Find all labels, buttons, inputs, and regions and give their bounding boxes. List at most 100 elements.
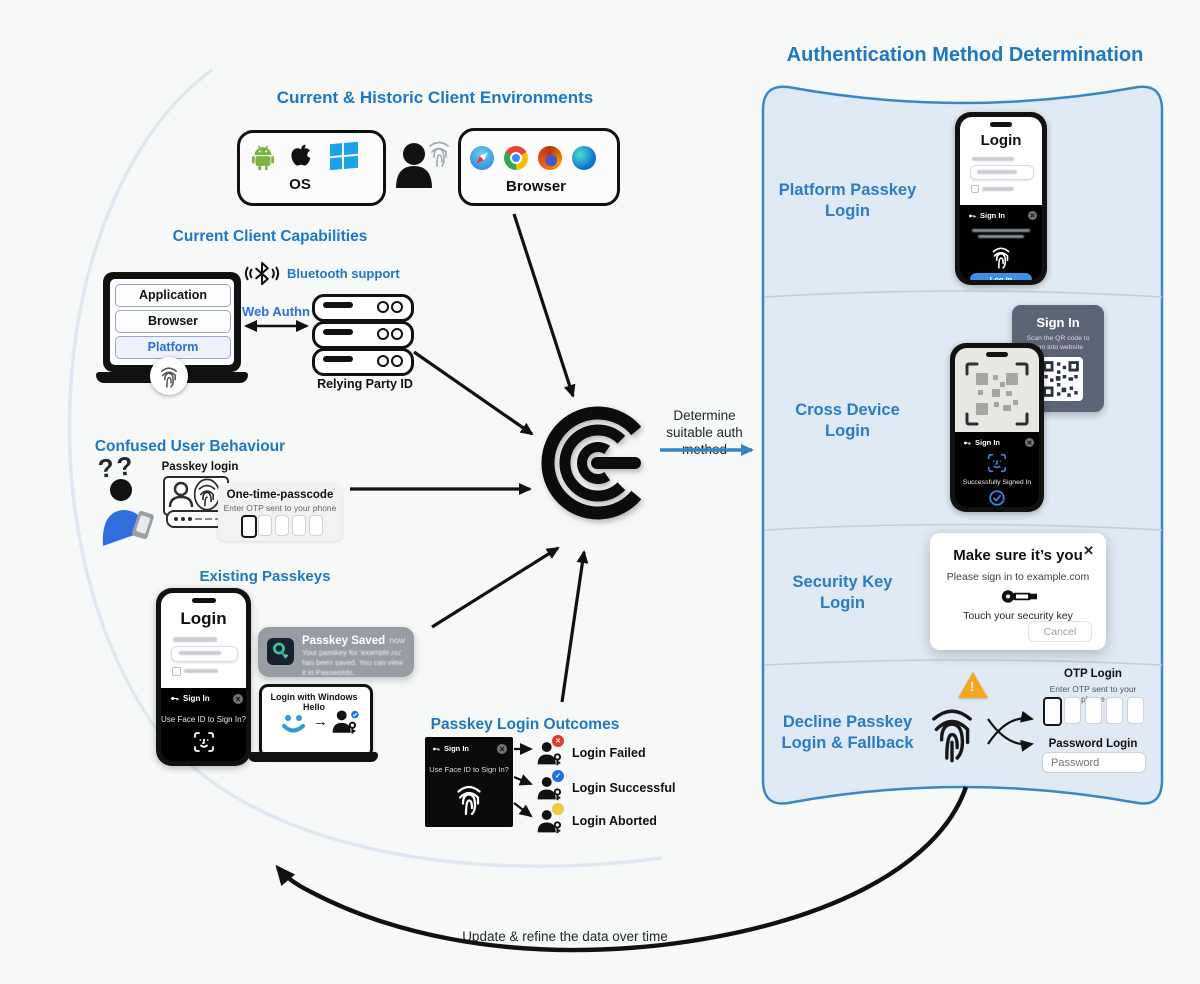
determine-label: Determine suitable auth method	[666, 408, 743, 457]
platform-phone-sign-in: Sign In	[980, 211, 1005, 220]
face-id-icon	[194, 732, 214, 752]
fallback-otp-cell-3[interactable]	[1085, 697, 1102, 724]
platform-phone-login-title: Login	[980, 132, 1022, 149]
passkey-saved-notification[interactable]: Passkey Saved now Your passkey for 'exam…	[258, 627, 414, 677]
client-environments-title: Current & Historic Client Environments	[276, 88, 594, 107]
fallback-otp-cell-2[interactable]	[1064, 697, 1081, 724]
warning-icon: !	[958, 672, 988, 698]
key-icon	[433, 747, 440, 751]
key-icon	[969, 214, 976, 218]
close-icon[interactable]	[1025, 438, 1034, 447]
platform-passkey-label: Platform Passkey Login	[778, 181, 917, 221]
key-icon	[964, 441, 971, 445]
fingerprint-icon	[992, 247, 1010, 269]
capability-row-platform[interactable]: Platform	[115, 336, 231, 359]
aborted-badge	[552, 803, 564, 815]
panel-divider-3	[763, 659, 1163, 666]
success-check-icon	[989, 490, 1005, 506]
desktop-qr-code	[1039, 357, 1083, 401]
client-capabilities-title: Current Client Capabilities	[172, 228, 368, 245]
auth-panel-title: Authentication Method Determination	[786, 44, 1144, 66]
capability-row-browser[interactable]: Browser	[115, 310, 231, 333]
cross-desktop-sign-in: Sign In	[1036, 315, 1080, 330]
outcomes-sign-in: Sign In	[444, 744, 469, 753]
log-in-button[interactable]: Log In	[970, 273, 1032, 280]
otp-cell-2[interactable]	[258, 515, 272, 536]
existing-phone-checkbox[interactable]	[172, 667, 181, 676]
otp-card-subtitle: Enter OTP sent to your phone	[223, 503, 337, 513]
relying-party-label: Relying Party ID	[317, 377, 413, 391]
otp-card-title: One-time-passcode	[226, 489, 334, 501]
outcome-aborted-label: Login Aborted	[572, 814, 657, 828]
close-icon[interactable]	[233, 694, 243, 704]
fingerprint-icon	[457, 785, 481, 816]
outcome-success-label: Login Successful	[572, 781, 676, 795]
bluetooth-support-label: Bluetooth support	[287, 266, 400, 281]
android-icon	[251, 145, 275, 171]
dialog-close-icon[interactable]: ✕	[1083, 543, 1094, 558]
firefox-icon	[538, 146, 562, 170]
hello-smiley-icon	[282, 715, 305, 733]
server-1	[312, 294, 414, 322]
decline-passkey-label: Decline Passkey Login & Fallback	[781, 713, 914, 753]
capability-row-application[interactable]: Application	[115, 284, 231, 307]
server-2	[312, 321, 414, 349]
notification-body: Your passkey for 'example.nu' has been s…	[302, 648, 403, 677]
close-icon[interactable]	[1028, 211, 1037, 220]
existing-passkeys-phone: Login Sign In Use Face ID to Sign In?	[156, 588, 251, 766]
fallback-otp-cell-1[interactable]	[1043, 697, 1062, 726]
existing-passkeys-title: Existing Passkeys	[199, 568, 331, 585]
passkey-login-icon-person	[168, 481, 194, 508]
success-badge: ✓	[552, 770, 564, 782]
existing-phone-faceid-text: Use Face ID to Sign In?	[161, 715, 246, 724]
qr-scan-frame	[965, 362, 1029, 426]
hello-person-key-icon	[332, 710, 359, 734]
existing-phone-email-field[interactable]	[171, 646, 238, 662]
passwords-app-icon	[267, 638, 294, 665]
notification-title: Passkey Saved	[302, 635, 386, 647]
cross-phone-sign-in: Sign In	[975, 438, 1000, 447]
dialog-hint: Touch your security key	[963, 610, 1073, 622]
otp-cell-1[interactable]	[241, 515, 257, 538]
outcome-failed-label: Login Failed	[572, 746, 646, 760]
close-icon[interactable]	[497, 744, 507, 754]
fallback-otp-cell-5[interactable]	[1127, 697, 1144, 724]
otp-login-title: OTP Login	[1064, 668, 1122, 680]
server-3	[312, 348, 414, 376]
notification-time: now	[389, 635, 405, 645]
cross-desktop-hint: Scan the QR code to sign into website	[1026, 335, 1090, 352]
security-key-label: Security Key Login	[792, 573, 893, 613]
failed-badge: ✕	[552, 735, 564, 747]
outcomes-screen: Sign In Use Face ID to Sign In?	[425, 737, 513, 827]
otp-cell-3[interactable]	[275, 515, 289, 536]
otp-cell-5[interactable]	[309, 515, 323, 536]
fingerprint-icon-large	[932, 709, 972, 763]
chrome-icon	[504, 146, 528, 170]
windows-icon	[330, 141, 358, 171]
capability-fingerprint-icon	[160, 367, 178, 388]
platform-phone: Login Sign In Log In	[955, 112, 1047, 285]
capability-fingerprint-circle	[150, 357, 188, 395]
cross-device-label: Cross Device Login	[795, 401, 900, 441]
dialog-subtitle: Please sign in to example.com	[946, 571, 1090, 583]
password-input[interactable]	[1042, 752, 1146, 773]
outcome-failed-icon	[537, 742, 562, 766]
security-key-icon	[1001, 590, 1037, 603]
fallback-otp-cell-4[interactable]	[1106, 697, 1123, 724]
bluetooth-icon	[244, 261, 280, 286]
platform-phone-email-field[interactable]	[970, 165, 1034, 180]
key-icon	[171, 697, 179, 701]
edge-icon	[572, 146, 596, 170]
security-key-dialog: ✕ Make sure it’s you Please sign in to e…	[930, 533, 1106, 650]
cross-device-phone: Sign In Successfully Signed In	[950, 343, 1044, 512]
hub-logo	[541, 406, 642, 520]
otp-cell-4[interactable]	[292, 515, 306, 536]
cancel-button[interactable]: Cancel	[1028, 621, 1092, 642]
feedback-label: Update & refine the data over time	[462, 929, 668, 944]
platform-phone-checkbox[interactable]	[971, 185, 979, 193]
passkey-outcomes-title: Passkey Login Outcomes	[430, 716, 620, 733]
panel-divider-2	[763, 523, 1163, 531]
windows-hello-label: Login with Windows Hello	[270, 692, 358, 712]
confused-user-title: Confused User Behaviour	[94, 438, 286, 455]
